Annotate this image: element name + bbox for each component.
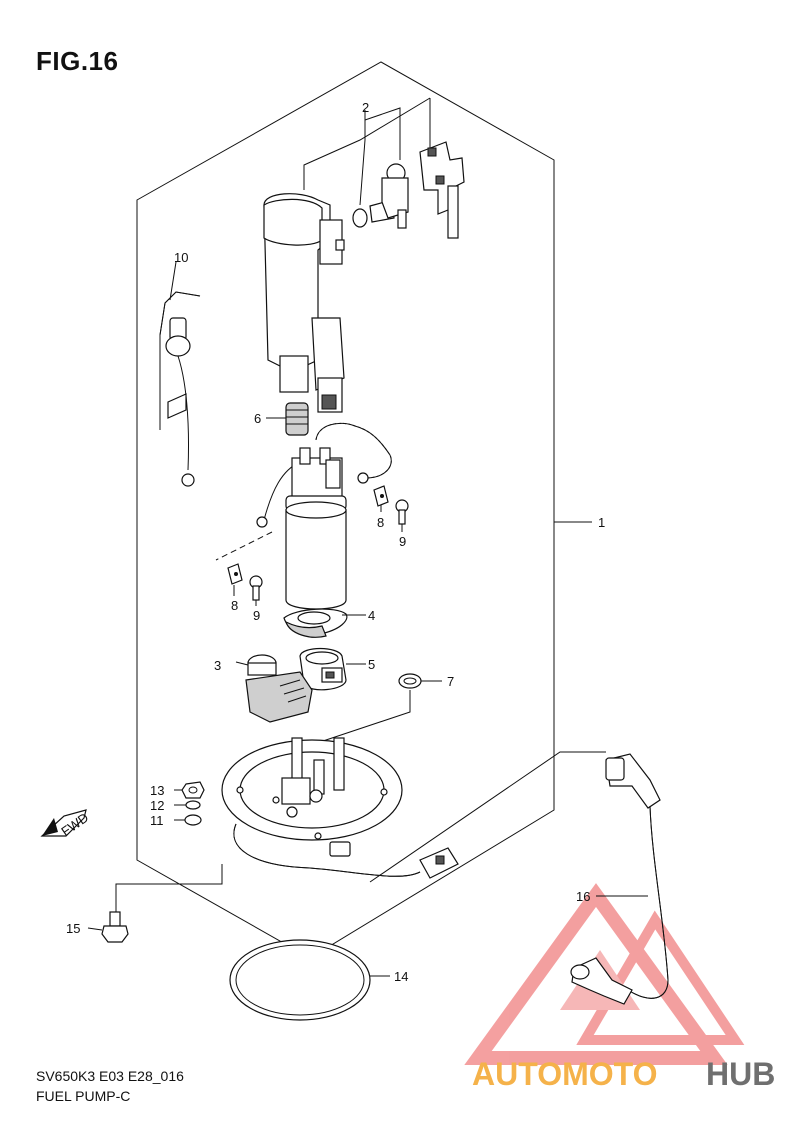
cushion-part-4 [283,608,348,638]
forward-direction-arrow [40,809,87,837]
holder-part-5 [299,647,347,691]
callout-16: 16 [576,889,590,904]
callout-11: 11 [150,813,164,828]
watermark-brand-part2: HUB [706,1056,775,1092]
callout-15: 15 [66,921,80,936]
callout-8-right: 8 [377,515,384,530]
bolt-part-9-right [395,499,409,525]
pump-housing-upper [263,193,345,413]
pump-wiring-harness [256,422,392,528]
callout-3: 3 [214,658,221,673]
strainer-part-3 [245,654,313,723]
bolt-part-9-left [249,575,263,601]
gasket-part-11 [184,814,202,826]
callout-9-right: 9 [399,534,406,549]
fuel-hose-part-16 [369,751,669,1005]
clamp-part-8-right [373,485,389,507]
pump-base-plate [221,737,459,879]
callout-2: 2 [362,100,369,115]
washer-part-12 [185,800,201,810]
callout-4: 4 [368,608,375,623]
filter-grommet-part-6 [266,402,309,436]
watermark-brand-part1: AUTOMOTO [472,1056,657,1092]
figure-caption: FUEL PUMP-C [36,1088,131,1104]
callout-5: 5 [368,657,375,672]
figure-title: FIG.16 [36,46,119,76]
callout-13: 13 [150,783,164,798]
callout-14: 14 [394,969,408,984]
callout-10: 10 [174,250,188,265]
callout-8-left: 8 [231,598,238,613]
fwd-label: FWD [58,810,91,839]
clamp-part-8-left [227,563,243,585]
callout-6: 6 [254,411,261,426]
nut-part-13 [181,781,205,799]
callout-9-left: 9 [253,608,260,623]
figure-code: SV650K3 E03 E28_016 [36,1068,184,1084]
bolt-part-15 [101,864,223,943]
callout-7: 7 [447,674,454,689]
fuel-pump-motor [285,447,347,610]
pressure-regulator-part-2 [303,97,465,239]
ground-wire-part-10 [159,291,201,487]
callout-12: 12 [150,798,164,813]
assembly-boundary-outline [136,61,555,959]
callout-1: 1 [598,515,605,530]
